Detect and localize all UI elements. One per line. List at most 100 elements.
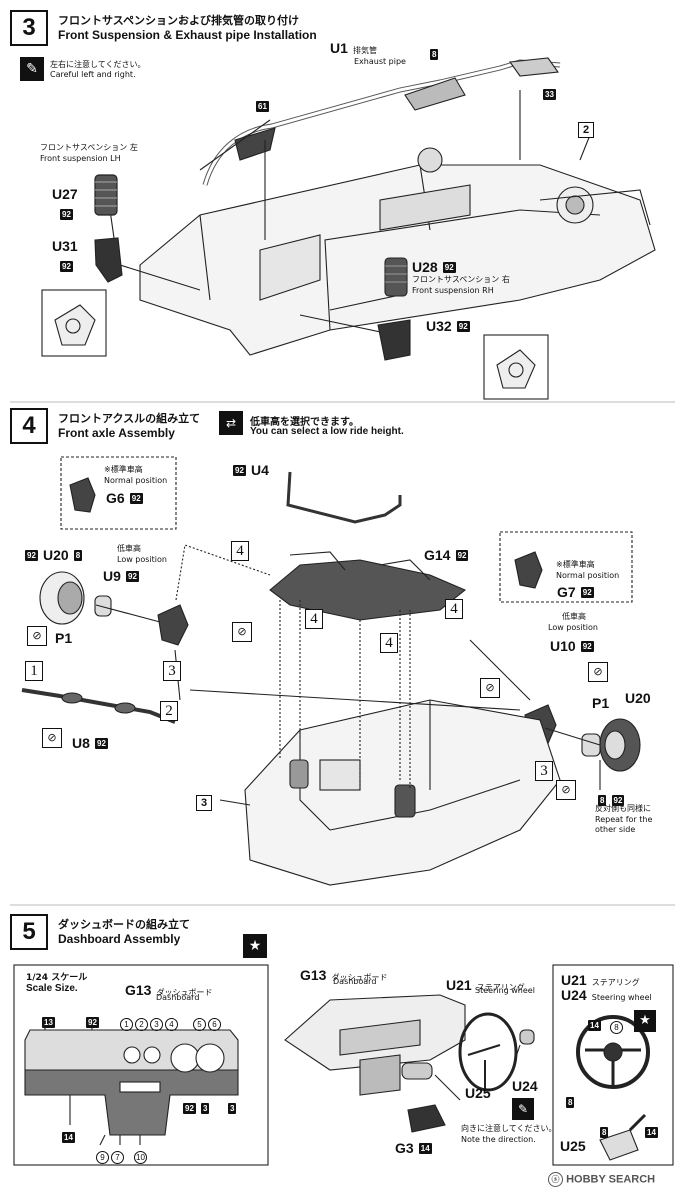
part-u25: U25 [465, 1085, 491, 1101]
lh-label-en: Front suspension LH [40, 154, 121, 163]
step-number-text: 3 [22, 14, 36, 41]
ref-text: 2 [160, 701, 178, 721]
star-icon: ★ [634, 1010, 656, 1032]
step-ref-4: 4 [231, 540, 249, 561]
circle-number: 5 [193, 1018, 206, 1031]
part-jp: ダッシュボード [331, 973, 388, 982]
color-badge: 92 [129, 493, 143, 504]
circle-numbers-bottom: 10 [134, 1145, 149, 1164]
part-u21: U21 [561, 972, 587, 988]
step-number-4: 4 [10, 408, 48, 444]
part-u24: U24 [512, 1078, 538, 1094]
no-glue-icon: ⊘ [480, 678, 500, 698]
part-u10-group: U10 92 [550, 636, 594, 655]
choice-icon: ⇄ [219, 411, 243, 435]
part-u9-group: U9 92 [103, 566, 139, 585]
choice-note-en: You can select a low ride height. [250, 426, 404, 437]
color-badge: 92 [25, 550, 38, 561]
no-glue-icon: ⊘ [556, 780, 576, 800]
part-u25-box: U25 [560, 1138, 586, 1154]
part-u21-group: U21 ステアリング [446, 975, 525, 994]
part-u4: U4 [251, 462, 269, 478]
part-g13-group: G13 ダッシュボード [125, 980, 213, 999]
part-u20: U20 [43, 547, 69, 563]
badge-text: 14 [588, 1020, 601, 1031]
badge-text: 92 [60, 261, 73, 272]
part-en: Exhaust pipe [354, 57, 406, 66]
ref-text: 4 [305, 609, 323, 629]
circle-number: 4 [165, 1018, 178, 1031]
normal2-en: Normal position [556, 571, 620, 580]
part-u8-group: U8 92 [72, 733, 108, 752]
logo-icon: ⓢ [548, 1172, 563, 1187]
step-ref-2: 2 [160, 700, 178, 721]
badge-text: 61 [256, 101, 269, 112]
ref-text: 3 [196, 795, 213, 811]
part-u20-right: U20 [625, 690, 651, 706]
normal-jp: ※標準車高 [104, 465, 143, 474]
circle-number: 6 [208, 1018, 221, 1031]
step-number-text: 5 [22, 918, 36, 945]
circle-number: 1 [120, 1018, 133, 1031]
color-badge: 14 [645, 1122, 658, 1141]
badge-text: 14 [645, 1127, 658, 1138]
step-title-en: Front Suspension & Exhaust pipe Installa… [58, 28, 317, 42]
part-u31: U31 [52, 238, 78, 254]
part-jp: ダッシュボード [156, 988, 213, 997]
low-jp: 低車高 [117, 544, 141, 553]
step-number-3: 3 [10, 10, 48, 46]
step-title-jp: フロントサスペンションおよび排気管の取り付け [58, 14, 300, 27]
ref-text: 4 [445, 599, 463, 619]
part-u32: U32 [426, 318, 452, 334]
color-badge: 92 [611, 795, 625, 806]
normal-en: Normal position [104, 476, 168, 485]
no-glue-icon: ⊘ [232, 622, 252, 642]
part-u9: U9 [103, 568, 121, 584]
part-g7-group: G7 92 [557, 582, 594, 601]
circle-number: 2 [135, 1018, 148, 1031]
care-note-jp: 左右に注意してください。 [50, 60, 146, 69]
circle-number-8: 8 [610, 1015, 625, 1034]
step-ref-4: 4 [380, 632, 398, 653]
low2-en: Low position [548, 623, 598, 632]
color-badge: 92 [60, 256, 73, 275]
color-badge: 92 [86, 1012, 99, 1031]
step-ref-2: 2 [578, 118, 595, 138]
lh-label-jp: フロントサスペンション 左 [40, 143, 138, 152]
scale-jp: 1/24 スケール [26, 973, 88, 983]
step-title-jp: ダッシュボードの組み立て [58, 918, 190, 931]
badge-text: 13 [42, 1017, 55, 1028]
part-en: Dashboard [333, 977, 377, 986]
color-badge: 3 [201, 1103, 210, 1114]
color-badge: 92 [455, 550, 469, 561]
step-number-5: 5 [10, 914, 48, 950]
part-p1-right: P1 [592, 695, 610, 711]
part-u28-group: U28 92 [412, 257, 456, 276]
normal2-jp: ※標準車高 [556, 560, 595, 569]
part-u32-group: U32 92 [426, 316, 470, 335]
direction-en: Note the direction. [461, 1135, 536, 1144]
color-badge: 8 [600, 1122, 609, 1141]
step-number-text: 4 [22, 412, 36, 439]
color-badge: 8 [566, 1092, 575, 1111]
circle-number: 8 [610, 1021, 623, 1034]
step-ref-4: 4 [445, 598, 463, 619]
no-glue-icon: ⊘ [27, 626, 47, 646]
no-glue-icon: ⊘ [588, 662, 608, 682]
hobby-search-watermark: ⓢ HOBBY SEARCH [548, 1172, 655, 1187]
scale-en: Scale Size. [26, 983, 78, 994]
circle-number: 3 [150, 1018, 163, 1031]
badge-text: 8 [430, 49, 439, 60]
color-badge: 92 [60, 204, 73, 223]
star-icon: ★ [243, 934, 267, 958]
part-g7: G7 [557, 584, 576, 600]
part-g13: G13 [125, 982, 152, 998]
brush-icon: ✎ [20, 57, 44, 81]
repeat-jp: 反対側も同様に [595, 804, 651, 813]
part-g14-group: G14 92 [424, 545, 469, 564]
color-badge: 8 [598, 795, 607, 806]
badge-text: 8 [600, 1127, 609, 1138]
part-g3-group: G3 14 [395, 1138, 432, 1157]
care-note-en: Careful left and right. [50, 70, 136, 79]
